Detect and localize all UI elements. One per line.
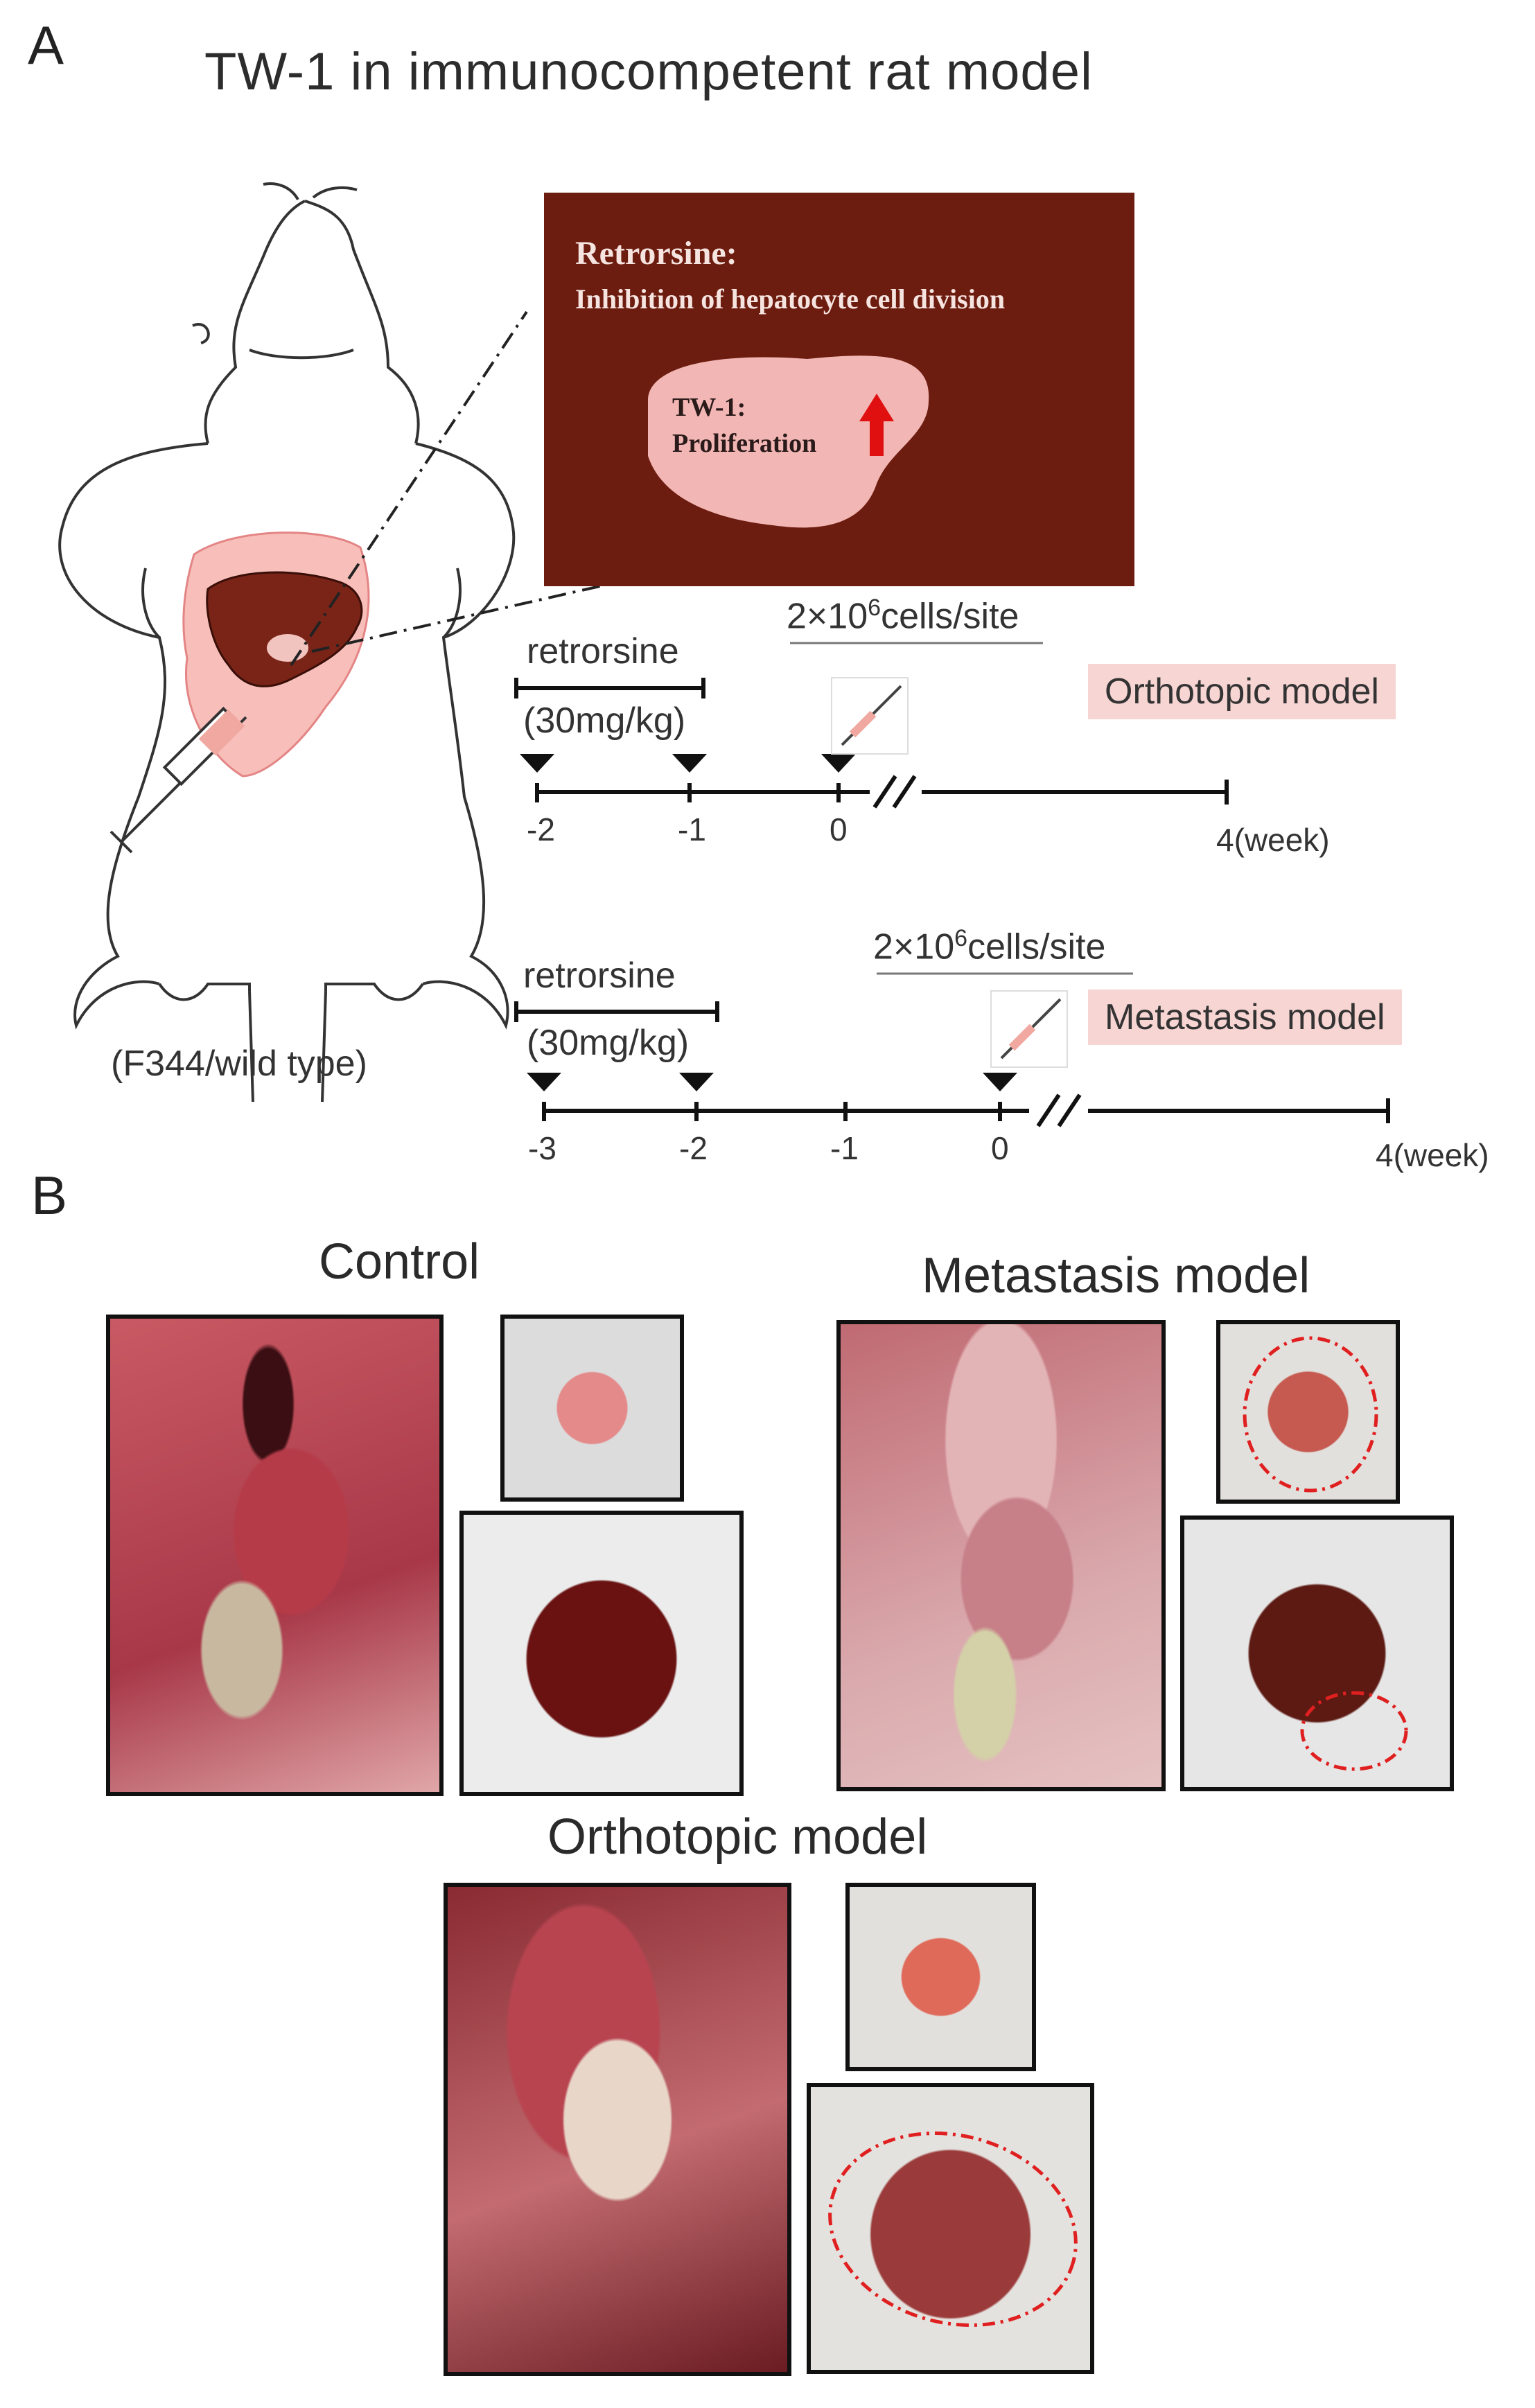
ortho-tick-minus2: -2 (527, 811, 555, 847)
syringe-icon-2 (990, 990, 1068, 1068)
meta-tick-minus1: -1 (830, 1130, 859, 1166)
metastasis-title: Metastasis model (922, 1248, 1310, 1303)
proliferation-label: Proliferation (672, 429, 817, 458)
orthotopic-title: Orthotopic model (547, 1809, 928, 1865)
syringe-icon (831, 677, 909, 755)
meta-dose-label: (30mg/kg) (527, 1023, 690, 1063)
metastasis-dissection-photo (836, 1320, 1166, 1791)
control-title: Control (319, 1234, 480, 1290)
rat-strain-label: (F344/wild type) (111, 1044, 367, 1084)
ortho-tick-4: 4(week) (1216, 822, 1330, 858)
control-lung-photo (500, 1315, 684, 1502)
panel-b-letter: B (31, 1165, 68, 1226)
ortho-tick-minus1: -1 (678, 811, 706, 847)
control-liver-photo (459, 1511, 744, 1796)
orthotopic-liver-photo (807, 2083, 1094, 2374)
ortho-model-label: Orthotopic model (1088, 664, 1396, 719)
orthotopic-dissection-photo (444, 1883, 791, 2376)
meta-model-label: Metastasis model (1088, 990, 1402, 1045)
ortho-dose-label: (30mg/kg) (523, 701, 686, 741)
meta-tick-minus2: -2 (679, 1130, 708, 1166)
retrorsine-inset: Retrorsine: Inhibition of hepatocyte cel… (544, 193, 1134, 586)
up-arrow-icon (859, 394, 894, 456)
tw1-label: TW-1: (672, 393, 746, 422)
metastasis-lung-photo (1216, 1320, 1400, 1504)
ortho-tick-0: 0 (830, 811, 848, 847)
orthotopic-lung-photo (845, 1883, 1036, 2071)
meta-cells-label: 2×106cells/site (873, 925, 1106, 967)
meta-drug-label: retrorsine (523, 956, 676, 996)
meta-tick-minus3: -3 (528, 1130, 556, 1166)
tumor-blob (648, 355, 929, 528)
panel-a-letter: A (28, 15, 64, 76)
meta-tick-0: 0 (991, 1130, 1009, 1166)
panel-a-title: TW-1 in immunocompetent rat model (204, 42, 1093, 101)
metastasis-liver-photo (1180, 1515, 1454, 1791)
inset-heading: Retrorsine: (575, 235, 737, 272)
control-dissection-photo (106, 1315, 444, 1796)
inset-subheading: Inhibition of hepatocyte cell division (575, 283, 1006, 315)
ortho-cells-label: 2×106cells/site (787, 595, 1019, 637)
ortho-drug-label: retrorsine (527, 631, 679, 671)
meta-tick-4: 4(week) (1376, 1137, 1489, 1173)
